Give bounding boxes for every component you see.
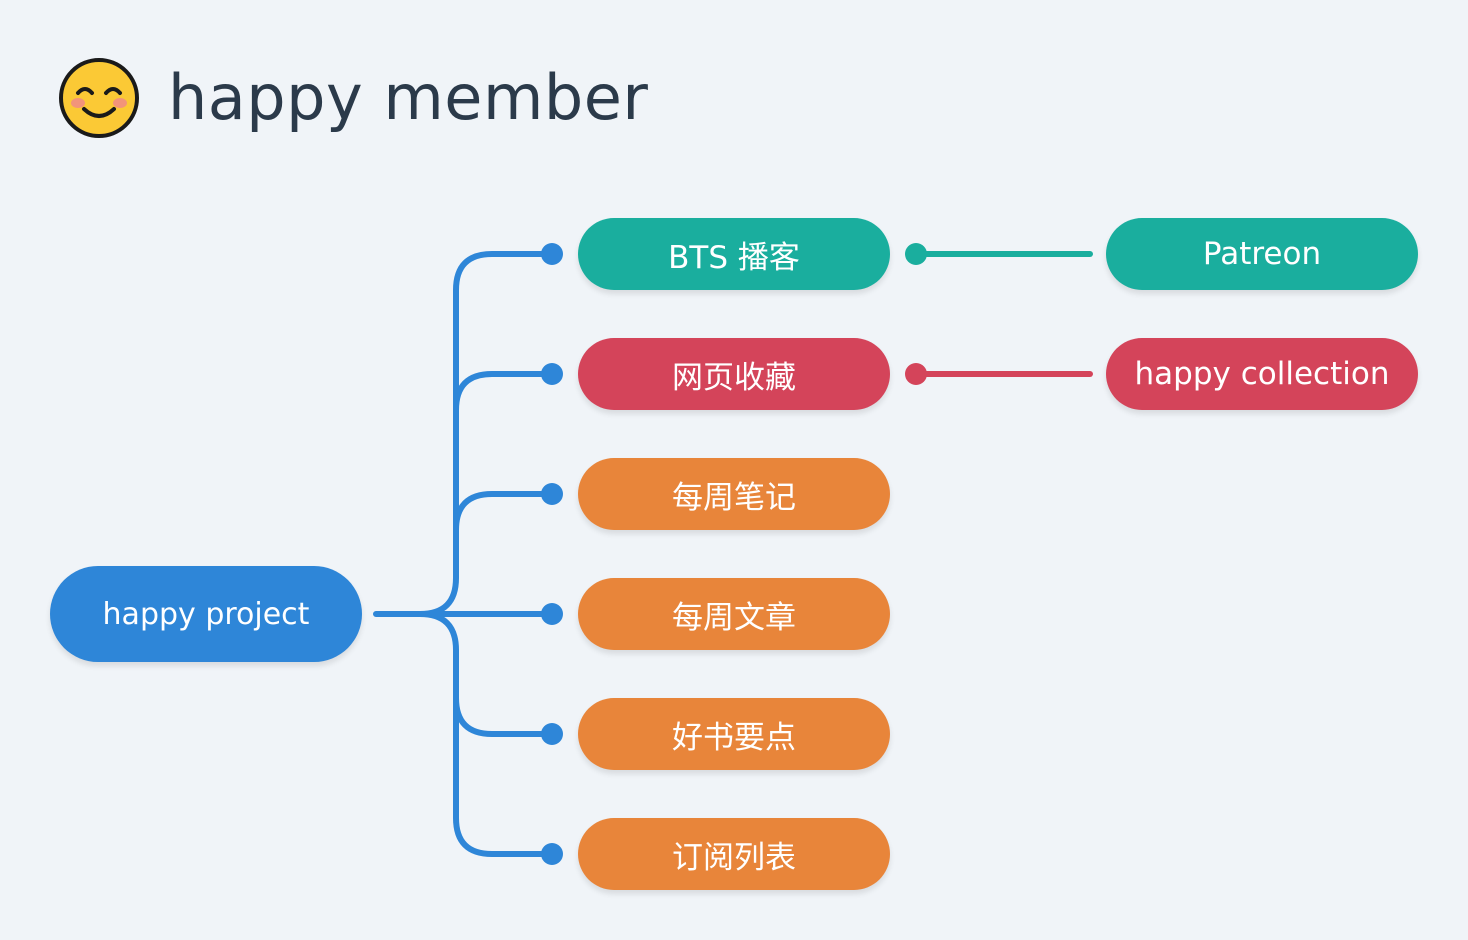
branch-dot-5 <box>541 723 563 745</box>
page-header: happy member <box>58 56 648 140</box>
branch-node-label: 每周笔记 <box>672 479 796 516</box>
root-node[interactable]: happy project <box>50 566 362 662</box>
child-dot-1 <box>905 243 927 265</box>
branch-node-subscription-list[interactable]: 订阅列表 <box>578 818 890 890</box>
child-node-label: Patreon <box>1202 236 1322 272</box>
branch-node-weekly-notes[interactable]: 每周笔记 <box>578 458 890 530</box>
branch-node-label: 每周文章 <box>672 599 796 636</box>
branch-connector-6 <box>453 695 555 857</box>
branch-dot-6 <box>541 843 563 865</box>
child-node-happy-collection[interactable]: happy collection <box>1106 338 1418 410</box>
branch-node-label: BTS 播客 <box>668 239 800 276</box>
branch-connector-2 <box>453 371 555 413</box>
branch-connector-3 <box>453 491 555 533</box>
branch-node-book-highlights[interactable]: 好书要点 <box>578 698 890 770</box>
child-node-patreon[interactable]: Patreon <box>1106 218 1418 290</box>
branch-node-label: 订阅列表 <box>672 839 796 876</box>
branch-node-bts-podcast[interactable]: BTS 播客 <box>578 218 890 290</box>
root-node-label: happy project <box>102 596 310 632</box>
branch-dot-1 <box>541 243 563 265</box>
branch-node-web-bookmarks[interactable]: 网页收藏 <box>578 338 890 410</box>
branch-dot-3 <box>541 483 563 505</box>
branch-node-weekly-articles[interactable]: 每周文章 <box>578 578 890 650</box>
smiling-face-icon <box>59 58 139 138</box>
child-node-label: happy collection <box>1134 356 1390 392</box>
branch-dot-4 <box>541 603 563 625</box>
branch-node-label: 好书要点 <box>672 719 796 756</box>
branch-node-label: 网页收藏 <box>672 359 796 396</box>
branch-connector-5 <box>417 611 555 737</box>
root-connector <box>373 251 555 617</box>
child-dot-2 <box>905 363 927 385</box>
page-title: happy member <box>168 61 649 134</box>
branch-dot-2 <box>541 363 563 385</box>
